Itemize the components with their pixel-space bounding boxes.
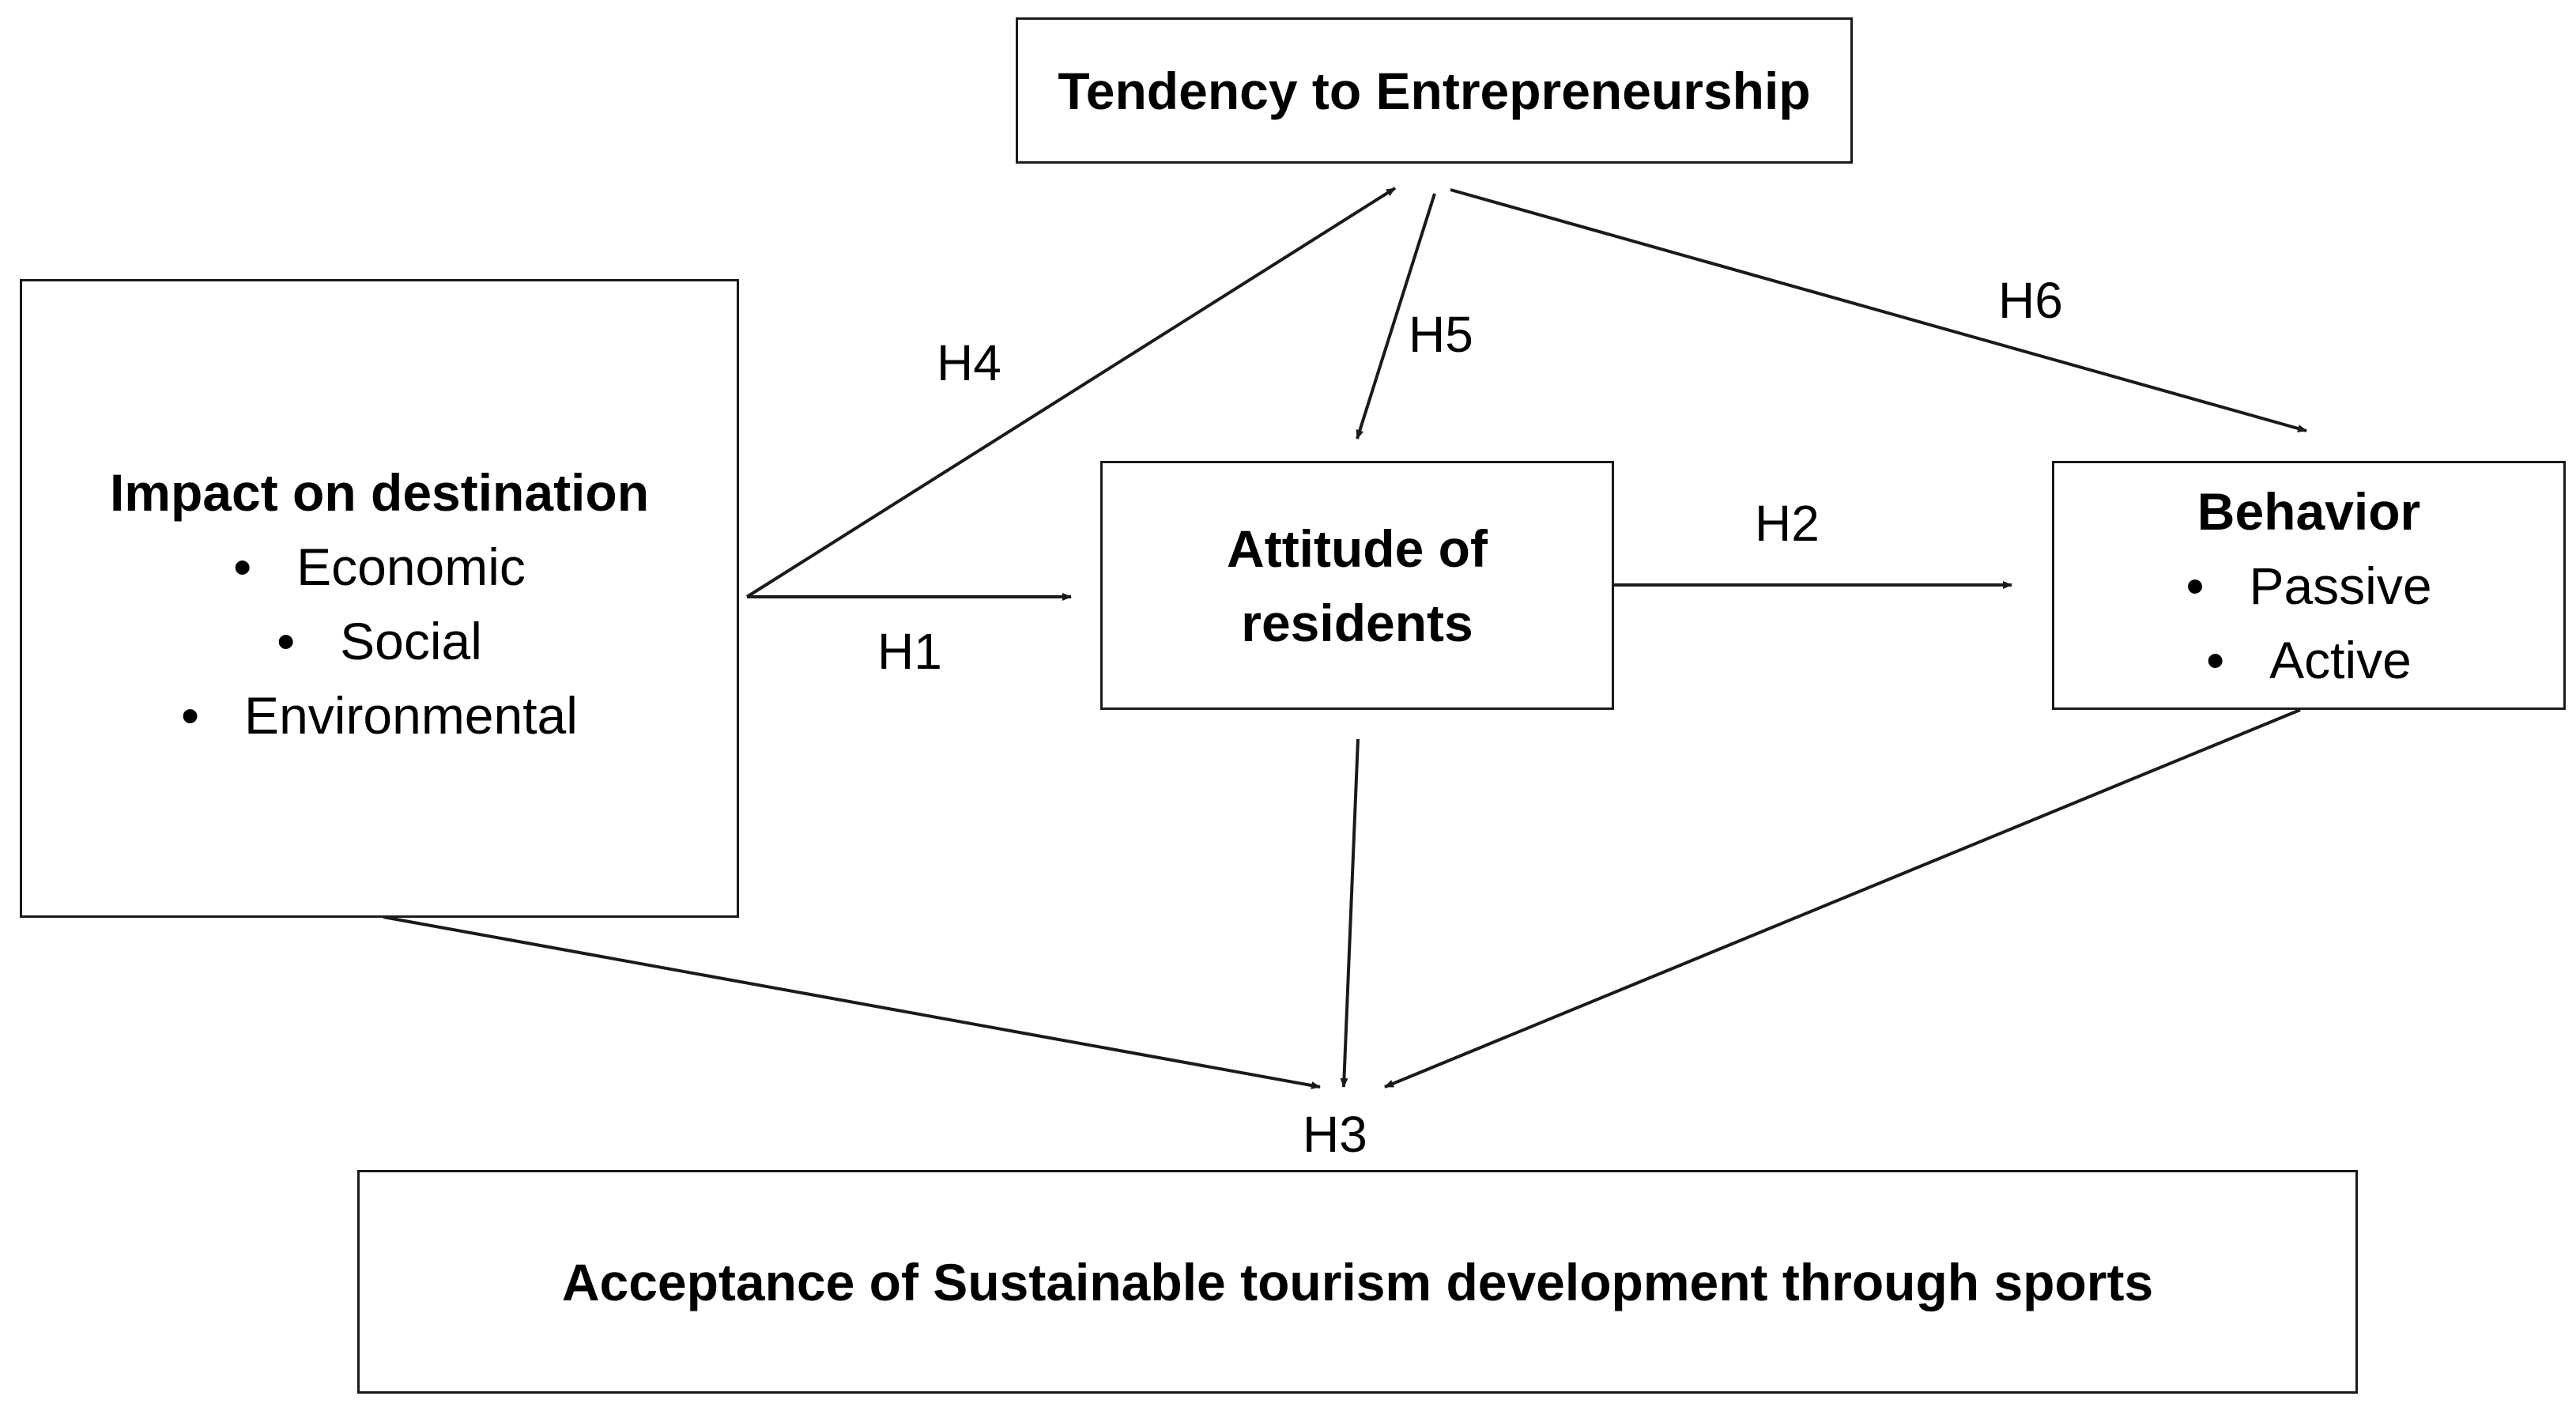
impact-item-economic: •Economic bbox=[233, 538, 526, 596]
behavior-item-passive: •Passive bbox=[2186, 556, 2432, 615]
label-h2: H2 bbox=[1755, 495, 1820, 552]
behavior-list: •Passive •Active bbox=[2186, 549, 2431, 697]
label-h3: H3 bbox=[1303, 1106, 1367, 1163]
label-h5: H5 bbox=[1409, 306, 1473, 363]
label-h1: H1 bbox=[877, 623, 942, 680]
impact-item-social: •Social bbox=[277, 612, 482, 670]
impact-item-environmental: •Environmental bbox=[181, 686, 578, 745]
impact-list: •Economic •Social •Environmental bbox=[181, 530, 578, 753]
label-h6: H6 bbox=[1998, 272, 2063, 329]
entrepreneurship-box: Tendency to Entrepreneurship bbox=[1016, 17, 1853, 164]
impact-title: Impact on destination bbox=[109, 463, 650, 522]
arrow-attitude-to-acceptance bbox=[1340, 738, 1360, 1088]
impact-box: Impact on destination •Economic •Social … bbox=[20, 279, 739, 918]
behavior-title: Behavior bbox=[2197, 481, 2421, 541]
attitude-title-line2: residents bbox=[1241, 593, 1473, 652]
entrepreneurship-title: Tendency to Entrepreneurship bbox=[1058, 61, 1811, 120]
arrow-h4 bbox=[745, 187, 1397, 598]
arrow-h5 bbox=[1356, 193, 1436, 440]
acceptance-box: Acceptance of Sustainable tourism develo… bbox=[357, 1170, 2358, 1394]
acceptance-title: Acceptance of Sustainable tourism develo… bbox=[561, 1252, 2154, 1311]
arrow-impact-to-acceptance bbox=[383, 915, 1321, 1089]
attitude-title-line1: Attitude of bbox=[1227, 519, 1488, 578]
behavior-item-active: •Active bbox=[2206, 630, 2412, 689]
attitude-box: Attitude of residents bbox=[1100, 461, 1614, 710]
behavior-box: Behavior •Passive •Active bbox=[2052, 461, 2566, 710]
label-h4: H4 bbox=[937, 334, 1001, 391]
arrow-behavior-to-acceptance bbox=[1384, 708, 2301, 1089]
arrow-h6 bbox=[1450, 188, 2307, 432]
